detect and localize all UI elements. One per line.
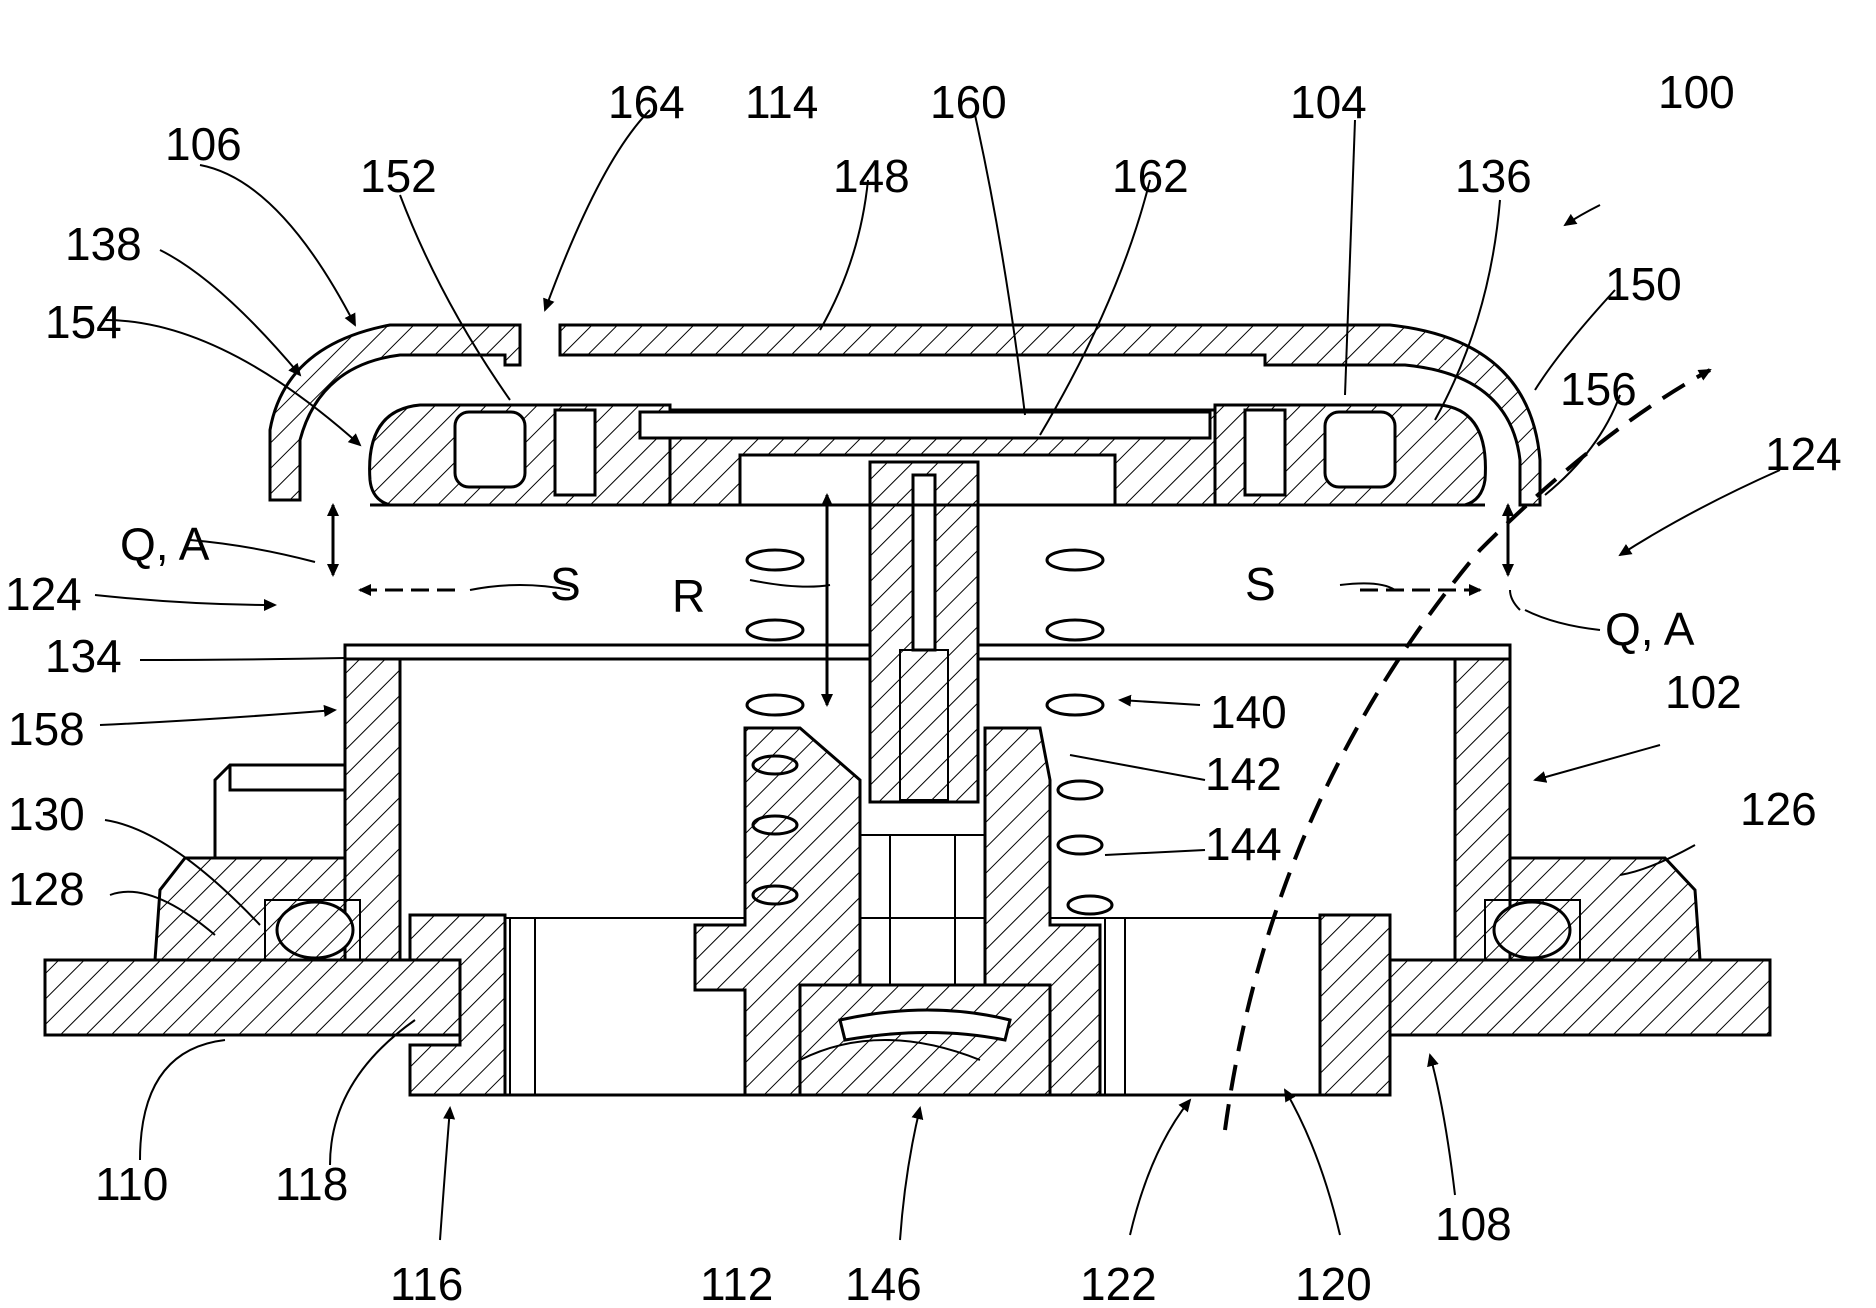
valve-insert-146 <box>800 985 1050 1095</box>
label-154: 154 <box>45 296 122 348</box>
label-112: 112 <box>700 1258 773 1308</box>
label-114: 114 <box>745 76 818 128</box>
label-100: 100 <box>1658 66 1735 118</box>
label-128: 128 <box>8 863 85 915</box>
base-plate-right <box>1390 960 1770 1035</box>
label-150: 150 <box>1605 258 1682 310</box>
label-162: 162 <box>1112 150 1189 202</box>
label-134: 134 <box>45 630 122 682</box>
center-bore <box>860 835 985 985</box>
label-106: 106 <box>165 118 242 170</box>
label-146: 146 <box>845 1258 922 1308</box>
label-152: 152 <box>360 150 437 202</box>
label-102: 102 <box>1665 666 1742 718</box>
label-s-left: S <box>550 558 581 610</box>
piston-142 <box>870 462 978 802</box>
label-104: 104 <box>1290 76 1367 128</box>
label-136: 136 <box>1455 150 1532 202</box>
label-s-right: S <box>1245 558 1276 610</box>
label-142: 142 <box>1205 748 1282 800</box>
housing-wall-left <box>345 655 400 960</box>
label-126: 126 <box>1740 783 1817 835</box>
label-124-left: 124 <box>5 568 82 620</box>
label-r: R <box>672 570 705 622</box>
label-158: 158 <box>8 703 85 755</box>
label-122: 122 <box>1080 1258 1157 1308</box>
label-qa-right: Q, A <box>1605 603 1695 655</box>
label-118: 118 <box>275 1158 348 1210</box>
label-116: 116 <box>390 1258 463 1308</box>
label-164: 164 <box>608 76 685 128</box>
label-160: 160 <box>930 76 1007 128</box>
label-120: 120 <box>1295 1258 1372 1308</box>
connector-tab <box>215 765 345 858</box>
label-108: 108 <box>1435 1198 1512 1250</box>
label-130: 130 <box>8 788 85 840</box>
base-plate-left <box>45 960 460 1035</box>
label-140: 140 <box>1210 686 1287 738</box>
label-144: 144 <box>1205 818 1282 870</box>
label-148: 148 <box>833 150 910 202</box>
label-138: 138 <box>65 218 142 270</box>
label-qa-left: Q, A <box>120 518 210 570</box>
label-156: 156 <box>1560 363 1637 415</box>
label-110: 110 <box>95 1158 168 1210</box>
label-124-right: 124 <box>1765 428 1842 480</box>
outlet-sleeve-right <box>1320 915 1390 1095</box>
